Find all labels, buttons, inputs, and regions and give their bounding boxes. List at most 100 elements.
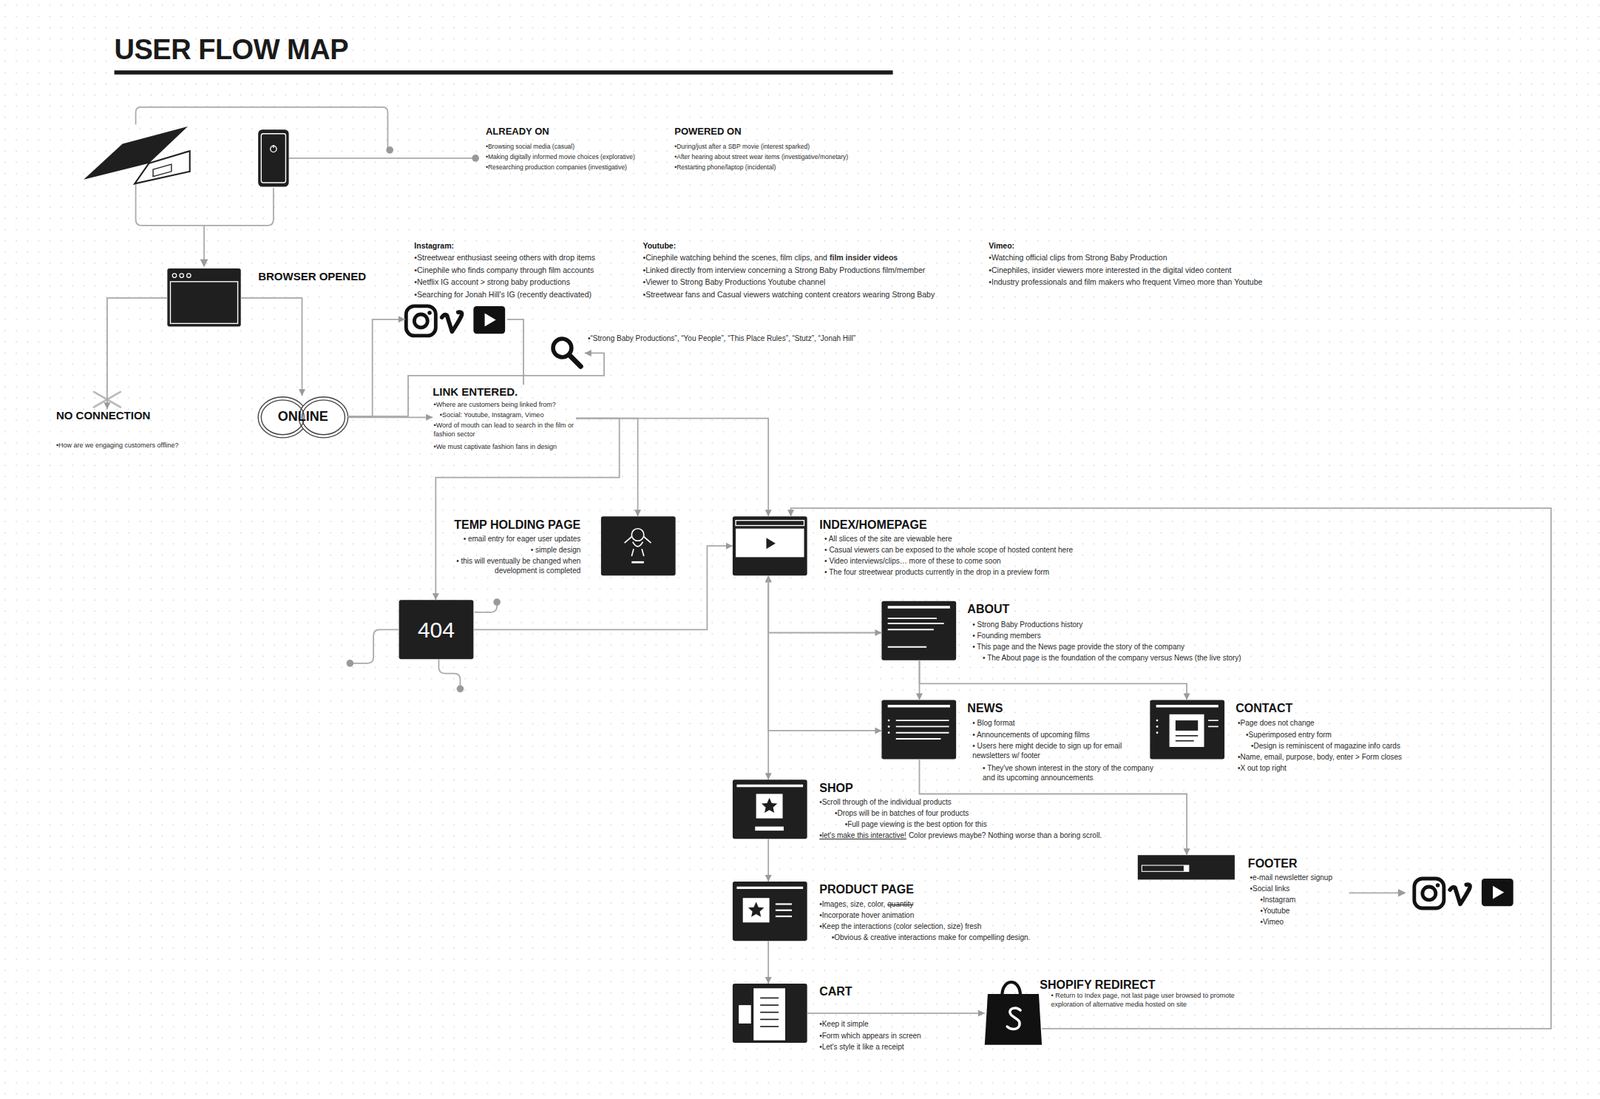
- node-text: •Social links: [1250, 884, 1291, 893]
- text-row: •Cinephiles, insider viewers more intere…: [988, 265, 1232, 276]
- text-row: •Streetwear enthusiast seeing others wit…: [414, 252, 596, 264]
- node-text: • The About page is the foundation of th…: [982, 653, 1242, 662]
- node-text: •Let's style it like a receipt: [819, 1042, 904, 1051]
- node-text: •Where are customers being linked from?: [434, 400, 557, 409]
- arrowhead: [874, 726, 882, 734]
- text-row: •Page does not change: [1237, 717, 1315, 728]
- node-text: •Youtube: [1259, 906, 1290, 915]
- node-text: •Watching official clips from Strong Bab…: [988, 252, 1167, 262]
- text-row: •Social links: [1250, 883, 1291, 894]
- node-text: •Full page viewing is the best option fo…: [845, 819, 988, 829]
- note-label: •Making digitally informed movie choices…: [485, 153, 636, 162]
- text-row: • Return to Index page, not last page us…: [1051, 991, 1246, 1009]
- device-lines: [136, 107, 477, 267]
- node-text: • Blog format: [972, 718, 1015, 727]
- connector: [348, 416, 434, 418]
- text-row: •Searching for Jonah Hill's IG (recently…: [414, 289, 592, 301]
- connector: [791, 507, 1552, 1029]
- text-row: •Incorporate hover animation: [819, 910, 914, 920]
- node-text: •Linked directly from interview concerni…: [642, 265, 925, 275]
- text-row: •“Strong Baby Productions”, “You People”…: [587, 333, 856, 344]
- connector: [507, 319, 524, 385]
- text-row: •Vimeo: [1259, 916, 1284, 927]
- text-row: • They've shown interest in the story of…: [982, 763, 1158, 783]
- link-entered: LINK ENTERED. •Where are customers being …: [432, 384, 576, 453]
- connector: [919, 660, 1188, 701]
- arrowhead: [398, 315, 406, 323]
- contact-page: CONTACT•Page does not change•Superimpose…: [1149, 700, 1225, 760]
- node-text: •Instagram: [1259, 895, 1296, 904]
- connector: [575, 418, 769, 517]
- text-row: •X out top right: [1237, 763, 1287, 773]
- text-row: •Design is reminiscent of magazine info …: [1251, 740, 1401, 751]
- node-text: •Social: Youtube, Instagram, Vimeo: [439, 411, 545, 419]
- text-row: • All slices of the site are viewable he…: [824, 533, 952, 544]
- node-text: NO CONNECTION: [56, 408, 151, 422]
- node-text: •Drops will be in batches of four produc…: [834, 808, 969, 818]
- node-text: Vimeo:: [988, 241, 1015, 250]
- online-loop: [258, 397, 348, 438]
- node-text: •Viewer to Strong Baby Productions Youtu…: [642, 277, 826, 287]
- text-row: NO CONNECTION: [56, 408, 151, 423]
- connector: [348, 352, 605, 417]
- node-text: INDEX/HOMEPAGE: [819, 518, 928, 531]
- node-text: FOOTER: [1248, 856, 1298, 870]
- node-text: LINK ENTERED.: [432, 385, 518, 398]
- node-text: • The four streetwear products currently…: [824, 567, 1050, 576]
- node-text: ONLINE: [278, 408, 329, 424]
- node-text: PRODUCT PAGE: [819, 882, 914, 896]
- phone-icon: [258, 129, 289, 187]
- text-row: •Let's style it like a receipt: [819, 1041, 904, 1052]
- temp-page: TEMP HOLDING PAGE• email entry for eager…: [601, 516, 676, 576]
- node-text: 404: [417, 617, 455, 642]
- text-row: •How are we engaging customers offline?: [56, 441, 179, 451]
- index-page: INDEX/HOMEPAGE• All slices of the site a…: [732, 516, 808, 576]
- arrowhead: [765, 772, 772, 780]
- text-row: ONLINE: [258, 408, 348, 426]
- arrowhead: [874, 629, 882, 636]
- label-text: •After hearing about street wear items (…: [674, 153, 849, 161]
- node-text: • Strong Baby Productions history: [972, 620, 1083, 629]
- node-text: • Return to Index page, not last page us…: [1051, 991, 1235, 1008]
- text-row: • simple design: [427, 544, 581, 555]
- node-text: •How are we engaging customers offline?: [56, 441, 179, 449]
- news-page: NEWS• Blog format• Announcements of upco…: [881, 700, 957, 760]
- node-text: •Design is reminiscent of magazine info …: [1251, 741, 1401, 750]
- arrowhead: [584, 349, 592, 357]
- label-text: •Making digitally informed movie choices…: [485, 153, 636, 161]
- arrowhead: [765, 874, 772, 882]
- node-text: •Cinephiles, insider viewers more intere…: [988, 265, 1232, 275]
- node-text: •Word of mouth can lead to search in the…: [434, 421, 575, 438]
- connector: [348, 319, 406, 417]
- arrowhead: [1183, 848, 1191, 855]
- connector: [768, 575, 882, 633]
- arrowhead: [765, 976, 772, 984]
- text-row: FOOTER: [1248, 856, 1298, 872]
- label-text: •During/just after a SBP movie (interest…: [674, 142, 810, 151]
- node-text: •Industry professionals and film makers …: [988, 277, 1263, 287]
- shop-page-icon: [732, 779, 808, 839]
- node-text: SHOP: [819, 781, 853, 795]
- node-text: •e-mail newsletter signup: [1250, 873, 1333, 882]
- node-text: • Users here might decide to sign up for…: [972, 741, 1122, 760]
- text-row: • Video interviews/clips… more of these …: [824, 556, 1001, 566]
- label-text: •Researching production companies (inves…: [485, 163, 627, 171]
- text-row: LINK ENTERED.: [432, 384, 518, 400]
- node-text: •Superimposed entry form: [1245, 730, 1332, 739]
- error-page-icon: [346, 598, 501, 693]
- connector: [575, 418, 639, 517]
- connector: [807, 1012, 985, 1014]
- product-page: PRODUCT PAGE•Images, size, color,quantit…: [732, 881, 808, 941]
- text-row: • Casual viewers can be exposed to the w…: [824, 544, 1073, 555]
- node-text: SHOPIFY REDIRECT: [1039, 978, 1155, 991]
- text-row: •Instagram: [1259, 894, 1296, 905]
- text-row: •Full page viewing is the best option fo…: [845, 819, 988, 829]
- arrowhead: [916, 693, 923, 701]
- temp-page-icon: [601, 516, 676, 576]
- text-row: •Viewer to Strong Baby Productions Youtu…: [642, 277, 826, 288]
- text-row: •Keep the interactions (color selection,…: [819, 921, 982, 931]
- search-icon: [553, 338, 581, 366]
- connector: [919, 759, 1188, 856]
